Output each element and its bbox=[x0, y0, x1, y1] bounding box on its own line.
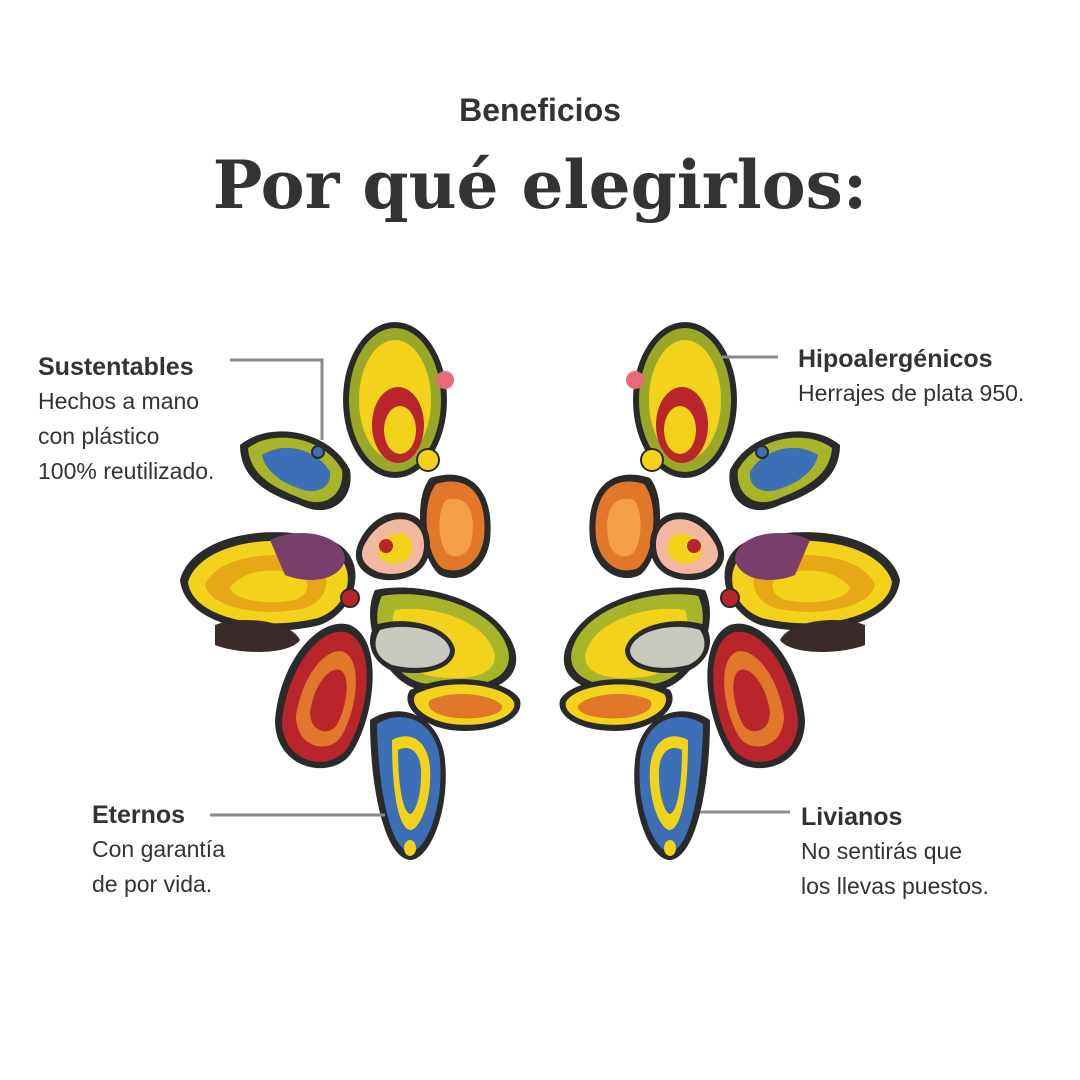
feature-title: Livianos bbox=[801, 803, 903, 831]
feature-line: Con garantía bbox=[92, 836, 225, 862]
connector-sustentables bbox=[230, 358, 324, 440]
feature-line: 100% reutilizado. bbox=[38, 458, 215, 484]
page-title: Por qué elegirlos: bbox=[212, 146, 868, 224]
feature-eternos: Eternos Con garantía de por vida. bbox=[92, 800, 292, 902]
feature-line: con plástico bbox=[38, 423, 160, 449]
feature-title: Eternos bbox=[92, 801, 186, 829]
feature-hipoalergenicos: Hipoalergénicos Herrajes de plata 950. bbox=[798, 344, 1078, 411]
feature-title: Sustentables bbox=[38, 353, 194, 381]
feature-line: de por vida. bbox=[92, 871, 213, 897]
feature-line: los llevas puestos. bbox=[801, 873, 989, 899]
feature-sustentables: Sustentables Hechos a mano con plástico … bbox=[38, 352, 248, 489]
feature-line: Herrajes de plata 950. bbox=[798, 380, 1025, 406]
feature-livianos: Livianos No sentirás que los llevas pues… bbox=[801, 802, 1061, 904]
feature-line: Hechos a mano bbox=[38, 388, 200, 414]
section-eyebrow: Beneficios bbox=[459, 92, 621, 128]
feature-line: No sentirás que bbox=[801, 838, 963, 864]
feature-title: Hipoalergénicos bbox=[798, 345, 993, 373]
